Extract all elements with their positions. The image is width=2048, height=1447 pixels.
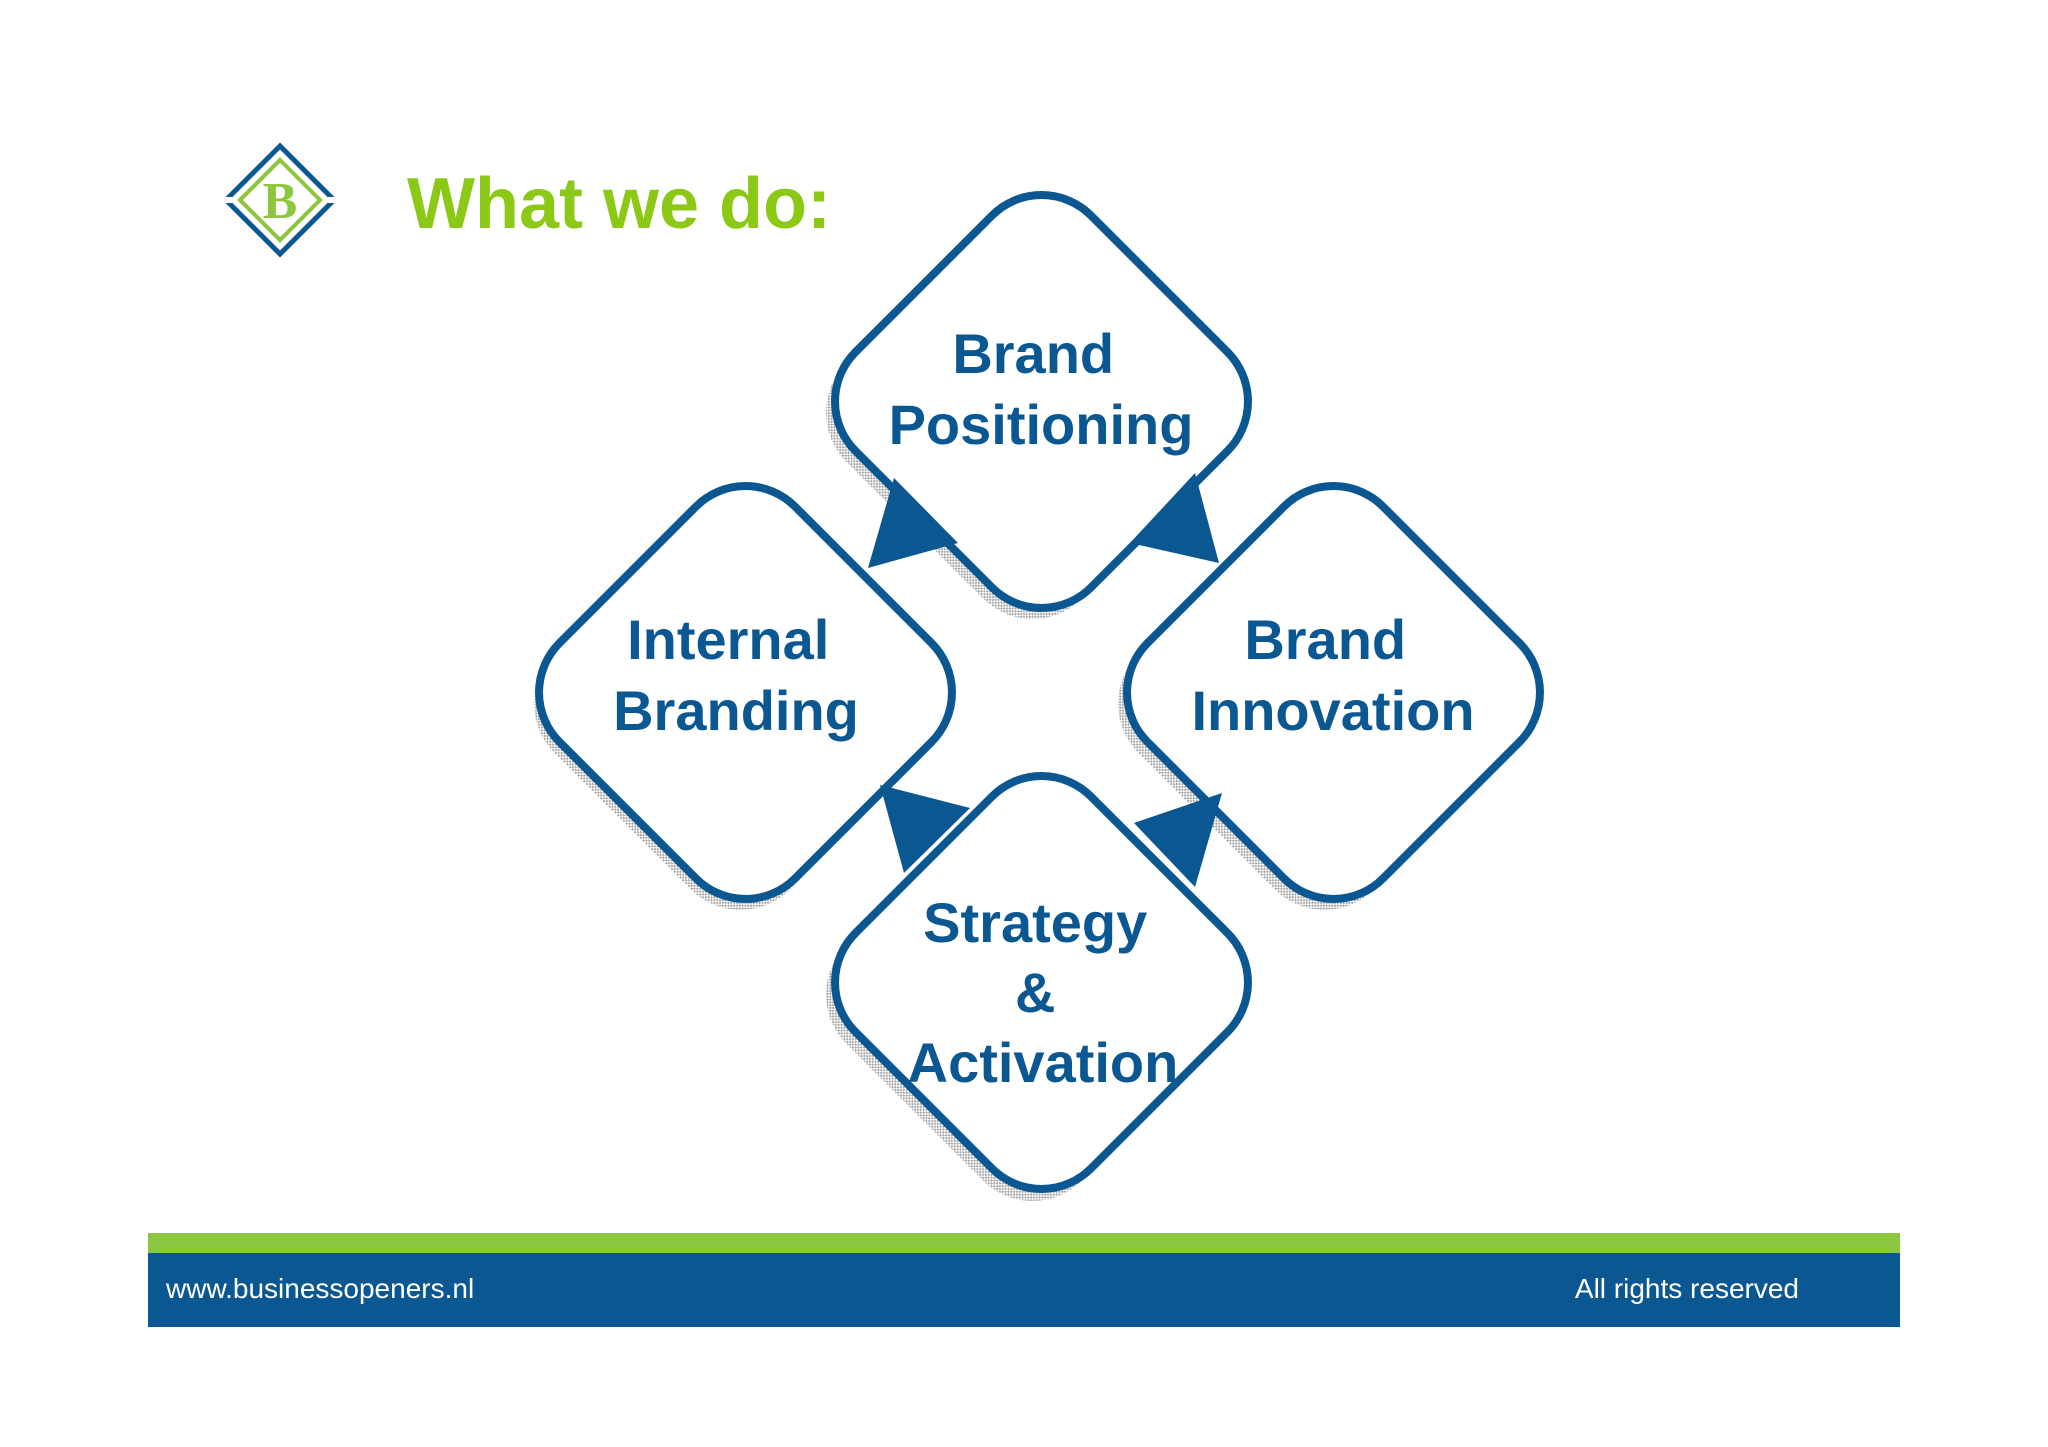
logo-letter-b: B bbox=[263, 173, 298, 230]
arrowhead-innovation-to-positioning bbox=[1130, 473, 1219, 563]
logo-inner-diamond bbox=[237, 157, 323, 243]
label-brand-innovation: Brand Innovation bbox=[1191, 608, 1474, 742]
arrowhead-activation-to-innovation bbox=[1134, 793, 1222, 887]
diamond-strategy-activation bbox=[831, 772, 1252, 1193]
label-brand-positioning-line-1: Brand bbox=[952, 322, 1114, 385]
arrowhead-activation-to-internal bbox=[880, 785, 970, 873]
logo-outer-diamond bbox=[222, 142, 338, 258]
footer-website-text: www.businessopeners.nl bbox=[166, 1273, 475, 1304]
label-strategy-activation: Strategy & Activation bbox=[908, 891, 1179, 1094]
footer-bar bbox=[148, 1253, 1900, 1327]
footer-rights-text: All rights reserved bbox=[1574, 1273, 1799, 1304]
label-internal-branding: Internal Branding bbox=[613, 608, 859, 742]
label-brand-positioning: Brand Positioning bbox=[889, 322, 1194, 456]
logo-gap-left bbox=[218, 197, 232, 203]
label-internal-branding-line-1: Internal bbox=[627, 608, 829, 671]
footer-accent-bar bbox=[148, 1233, 1900, 1253]
node-strategy-activation bbox=[831, 772, 1252, 1193]
label-strategy-activation-line-1: Strategy bbox=[923, 891, 1147, 954]
label-strategy-activation-line-2: & bbox=[1015, 961, 1055, 1024]
logo-gap-right bbox=[328, 197, 342, 203]
label-strategy-activation-line-3: Activation bbox=[908, 1031, 1179, 1094]
label-brand-positioning-line-2: Positioning bbox=[889, 393, 1194, 456]
business-openers-b-logo-icon: B bbox=[218, 142, 342, 258]
diamond-internal-branding bbox=[535, 482, 956, 903]
label-brand-innovation-line-2: Innovation bbox=[1191, 679, 1474, 742]
arrowhead-internal-to-positioning bbox=[868, 478, 958, 568]
label-internal-branding-line-2: Branding bbox=[613, 679, 859, 742]
page-title: What we do: bbox=[407, 164, 831, 244]
cycle-arrows bbox=[868, 473, 1222, 887]
node-internal-branding bbox=[535, 482, 956, 903]
label-brand-innovation-line-1: Brand bbox=[1244, 608, 1406, 671]
